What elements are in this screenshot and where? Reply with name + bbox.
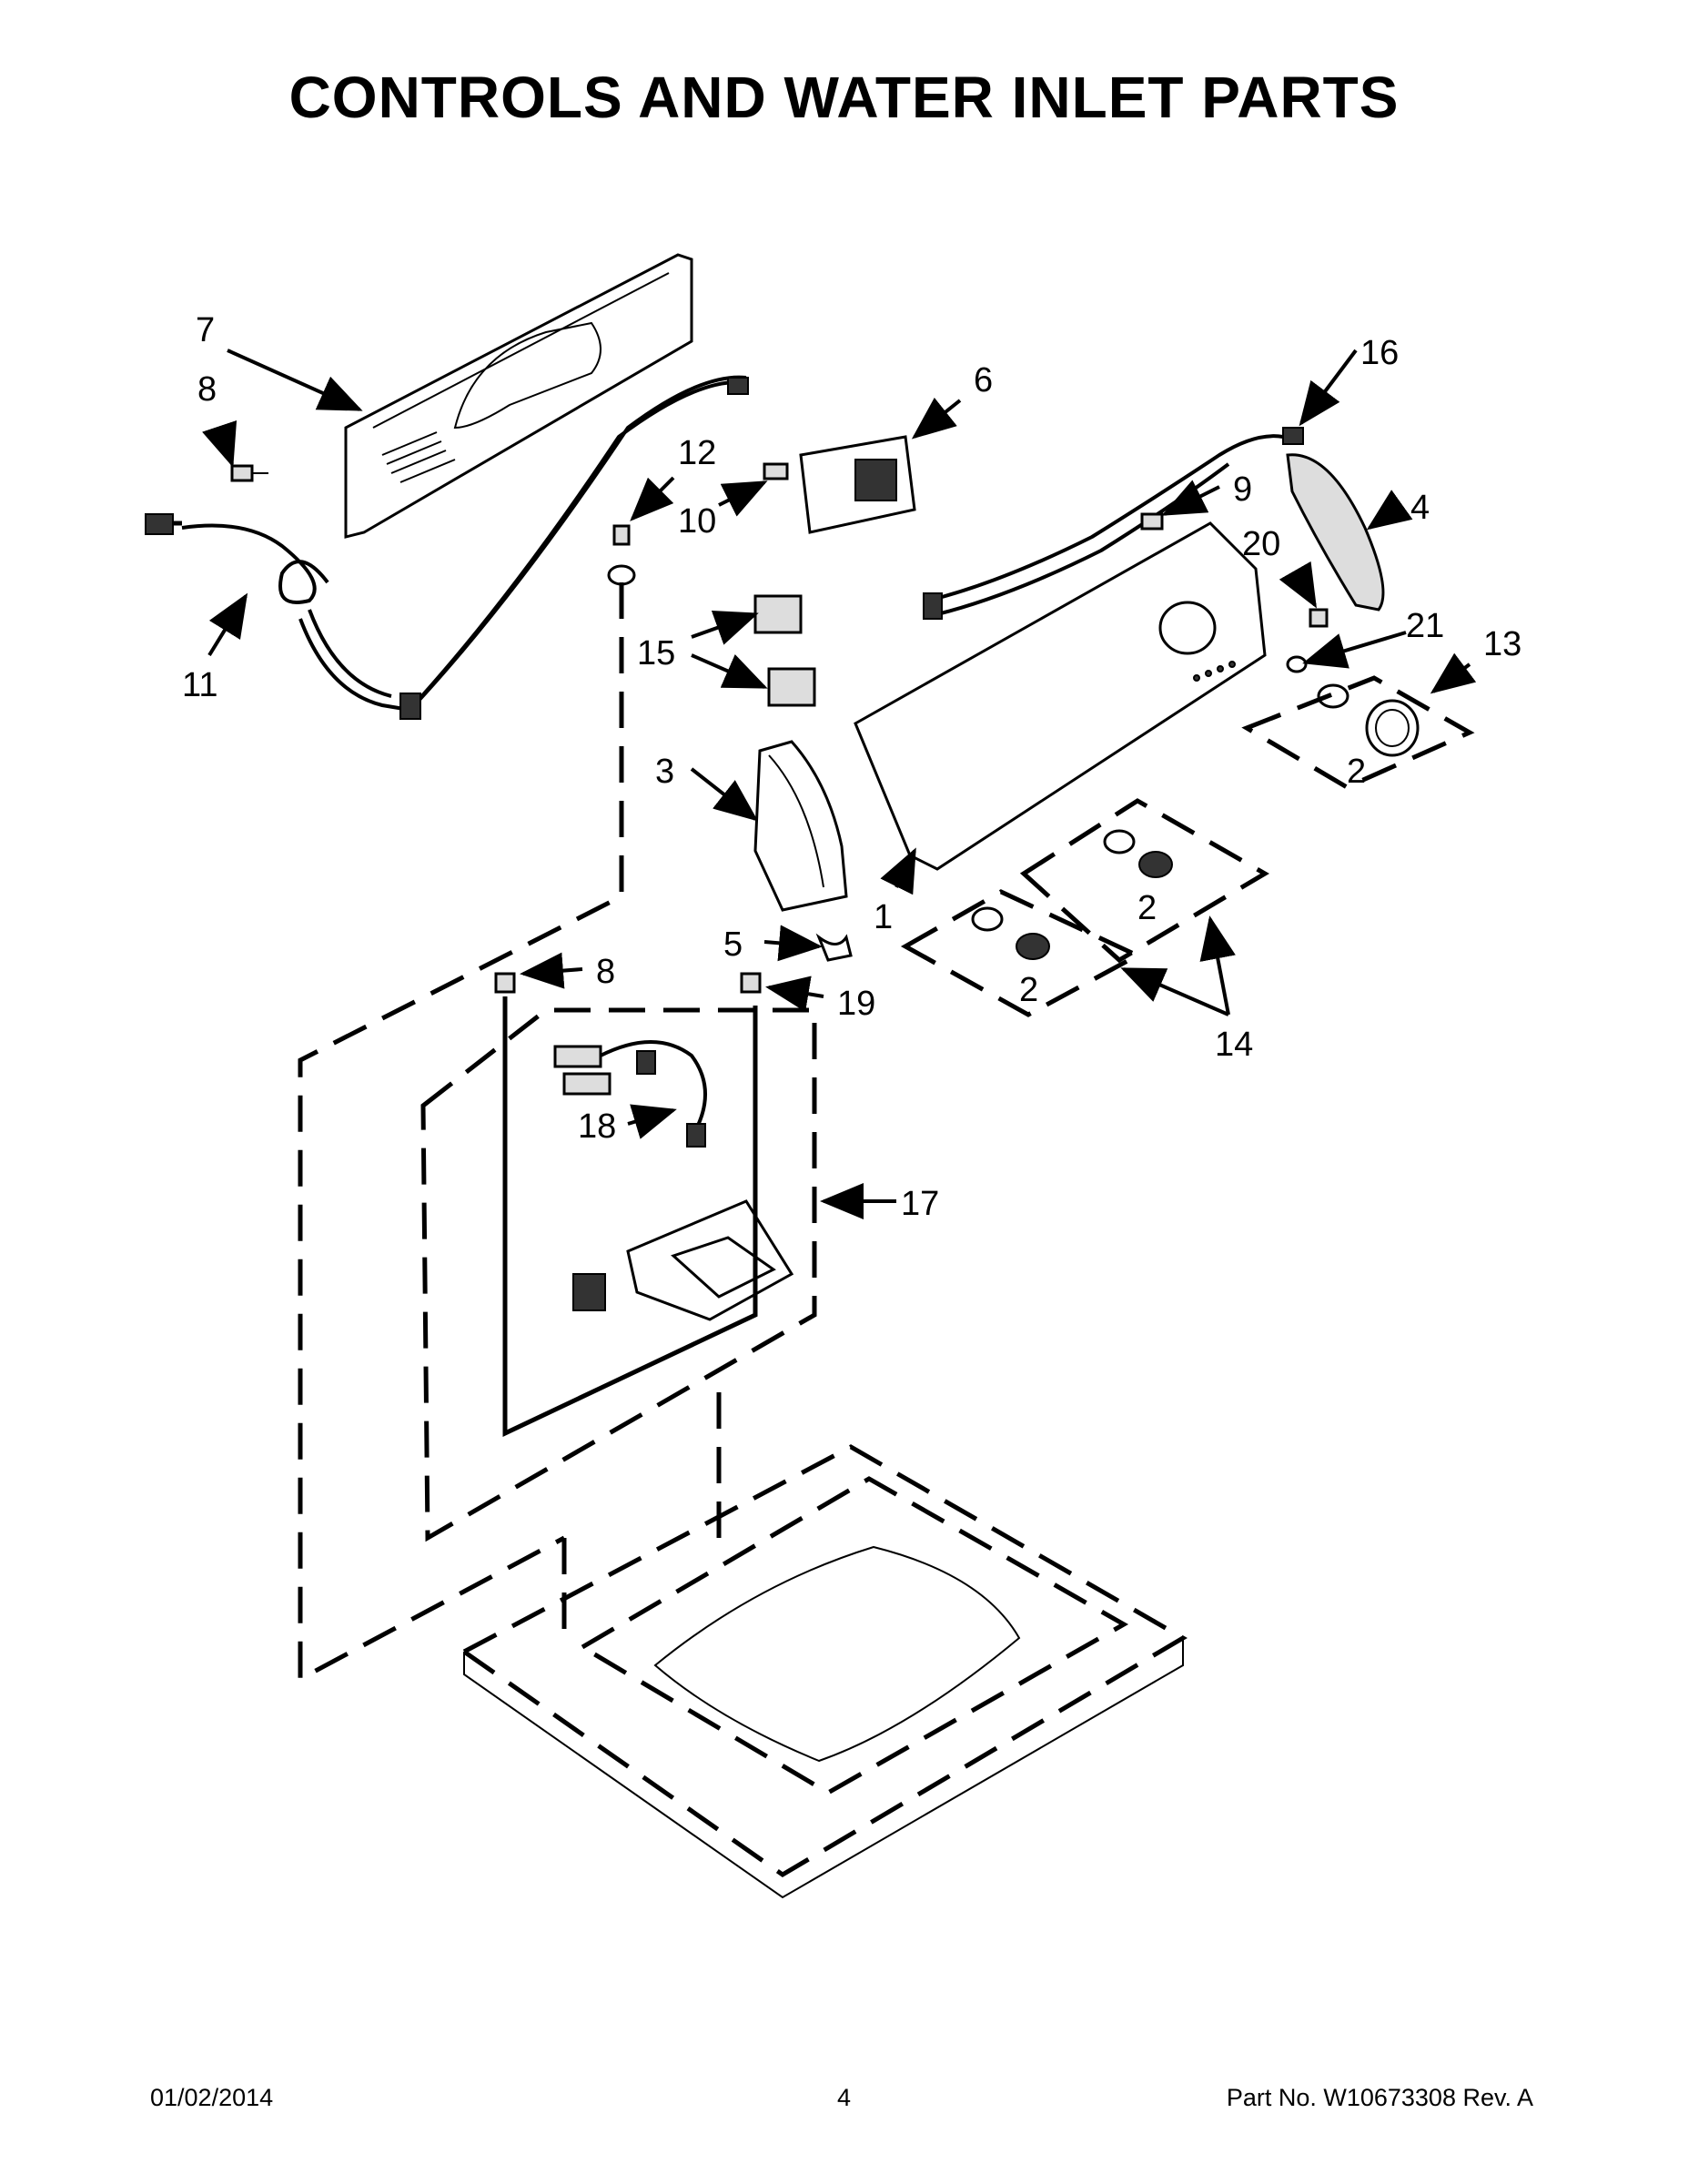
screw-8-connection-line	[502, 996, 758, 1437]
callout-3: 3	[655, 753, 674, 791]
knob-part-13	[1365, 699, 1420, 757]
knob-group-left-outline	[900, 889, 1143, 1017]
callout-20: 20	[1242, 525, 1280, 563]
callout-9: 9	[1233, 470, 1252, 509]
callout-8-lower: 8	[596, 953, 615, 991]
housing-part-3	[753, 740, 848, 912]
callout-6: 6	[974, 361, 993, 399]
washer-part-21	[1286, 655, 1308, 673]
power-cord-part-11	[145, 375, 749, 720]
knob-group-right-outline	[1241, 675, 1475, 790]
footer-date: 01/02/2014	[150, 2084, 274, 2111]
screw-part-8-lower	[494, 972, 516, 994]
callout-4: 4	[1410, 489, 1430, 527]
knob-insert-part-2-right	[1317, 683, 1349, 709]
cord-connection-line	[298, 582, 624, 1684]
callout-16: 16	[1360, 334, 1399, 372]
inlet-group-outline	[420, 1007, 817, 1542]
dispenser-part-17	[572, 1199, 794, 1321]
water-inlet-valve-part-18	[553, 1040, 707, 1148]
footer-part-number: Part No. W10673308 Rev. A	[1226, 2084, 1533, 2111]
switch-part-15	[753, 594, 816, 707]
knob-insert-part-2-middle	[1103, 829, 1136, 854]
callout-2-left: 2	[1019, 971, 1038, 1009]
screw-part-8-top	[230, 464, 268, 482]
screw-part-9	[1140, 512, 1164, 531]
callout-14: 14	[1215, 1026, 1253, 1064]
leader-lines	[202, 349, 1477, 1219]
callout-labels: 7 8 11 12 10 6 16 9 4 20 21 13 15 3 2 2 …	[182, 311, 1521, 1223]
callout-8-top: 8	[197, 370, 217, 409]
callout-7: 7	[196, 311, 215, 349]
callout-11: 11	[182, 666, 217, 704]
callout-13: 13	[1483, 625, 1521, 663]
callout-12: 12	[678, 434, 716, 472]
callout-21: 21	[1406, 607, 1444, 645]
end-cap-part-4	[1286, 453, 1385, 612]
knob-insert-part-2-left	[971, 906, 1004, 932]
console-rear-panel-part-7	[344, 253, 693, 539]
control-console-part-1	[854, 521, 1267, 871]
callout-18: 18	[578, 1107, 616, 1146]
callout-19: 19	[837, 985, 875, 1023]
screw-part-12	[607, 524, 636, 586]
callout-2-right: 2	[1347, 753, 1366, 791]
page-title: CONTROLS AND WATER INLET PARTS	[288, 65, 1400, 130]
screw-part-19	[740, 972, 762, 994]
callout-2-middle: 2	[1137, 889, 1157, 927]
callout-17: 17	[901, 1185, 939, 1223]
footer-page-number: 4	[836, 2084, 852, 2111]
knob-part-14-middle	[1138, 851, 1173, 878]
callout-1: 1	[874, 898, 893, 936]
cabinet-top	[460, 1444, 1188, 1899]
control-board-part-6	[763, 435, 916, 534]
callout-15: 15	[637, 634, 675, 672]
knob-group-middle-outline	[1019, 798, 1269, 964]
callout-10: 10	[678, 502, 716, 541]
clip-part-5	[815, 933, 853, 962]
knob-part-14-left	[1016, 933, 1050, 960]
screw-part-20	[1309, 608, 1329, 628]
callout-5: 5	[723, 925, 743, 964]
